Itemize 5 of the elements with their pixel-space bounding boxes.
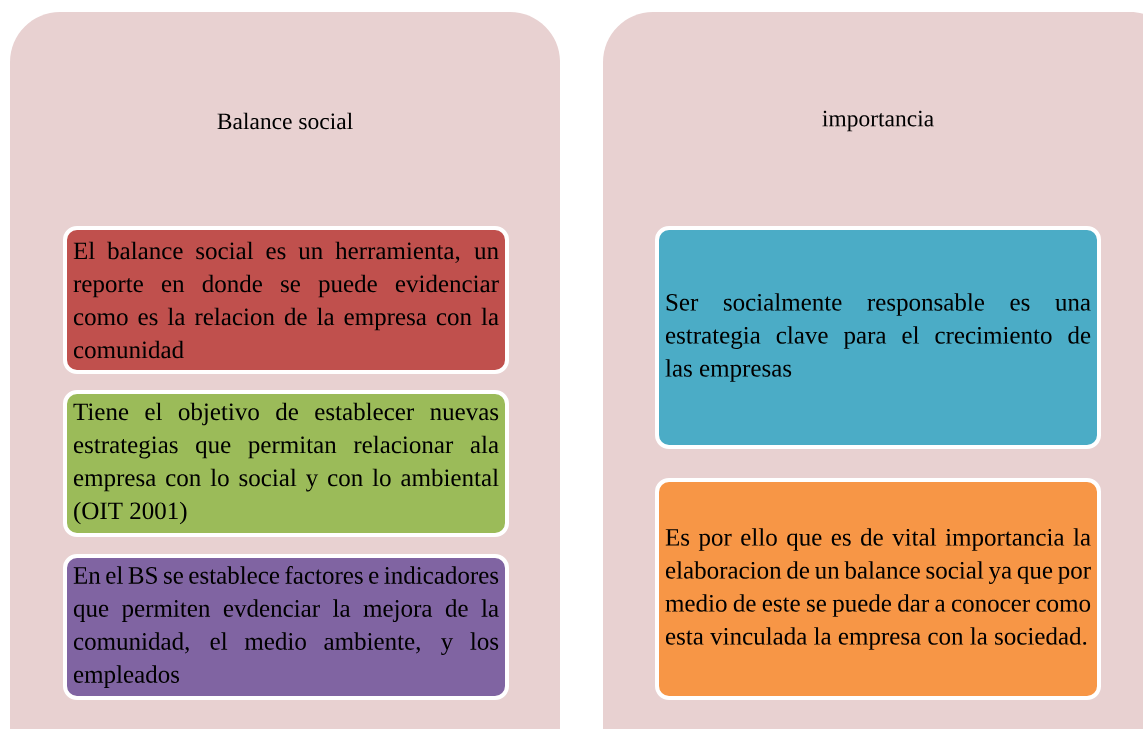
text-box: En el BS se establece factores e indicadores que permiten evdenciar la mejora de la comunidad, el medio ambiente, y los empleados xyxy=(63,554,509,700)
text-box: Es por ello que es de vital importancia la elaboracion de un balance social ya que por medio de este se puede dar a conocer como esta vinculada la empresa con la sociedad. xyxy=(655,478,1101,700)
text-box: El balance social es un herramienta, un reporte en donde se puede evidenciar como es la relacion de la empresa con la comunidad xyxy=(63,226,509,374)
text-box: Ser socialmente responsable es una estrategia clave para el crecimiento de las empresas xyxy=(655,226,1101,449)
text-box: Tiene el objetivo de establecer nuevas estrategias que permitan relacionar ala empresa con lo social y con lo ambiental (OIT 2001) xyxy=(63,390,509,537)
